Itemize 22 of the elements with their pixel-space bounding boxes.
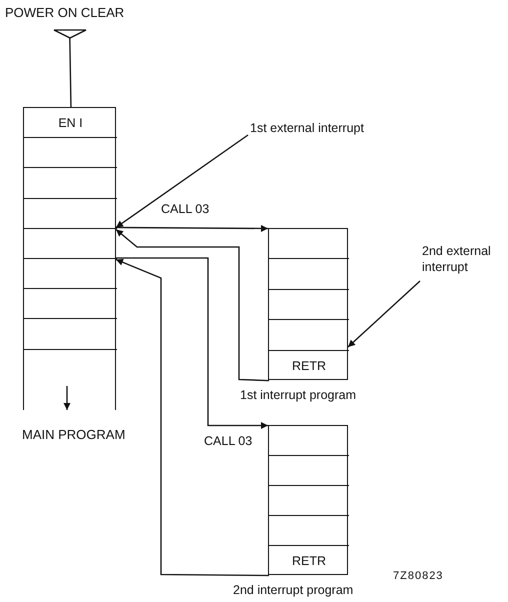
program-stack xyxy=(268,228,348,380)
program-caption: 1st interrupt program xyxy=(240,388,356,402)
edge-label: CALL 03 xyxy=(160,202,210,216)
arrow xyxy=(116,229,270,382)
arrow xyxy=(116,258,269,576)
arrow xyxy=(116,134,248,228)
figure-number: 7Z80823 xyxy=(393,569,444,583)
program-caption: 2nd interrupt program xyxy=(233,583,354,597)
program-caption: MAIN PROGRAM xyxy=(22,428,126,442)
edge-label: CALL 03 xyxy=(203,434,254,448)
instruction-text: RETR xyxy=(290,358,328,373)
program-stack xyxy=(268,425,348,575)
arrow xyxy=(348,280,420,348)
connector-line xyxy=(69,38,72,108)
terminal-label: POWER ON CLEAR xyxy=(5,6,124,20)
arrow xyxy=(116,257,268,429)
instruction-text: RETR xyxy=(290,554,328,568)
interrupt-label: 1st external interrupt xyxy=(250,121,364,135)
program-stack xyxy=(23,107,116,410)
interrupt-label: 2nd external interrupt xyxy=(422,243,492,275)
instruction-text: EN I xyxy=(57,116,84,130)
arrow xyxy=(116,224,268,232)
